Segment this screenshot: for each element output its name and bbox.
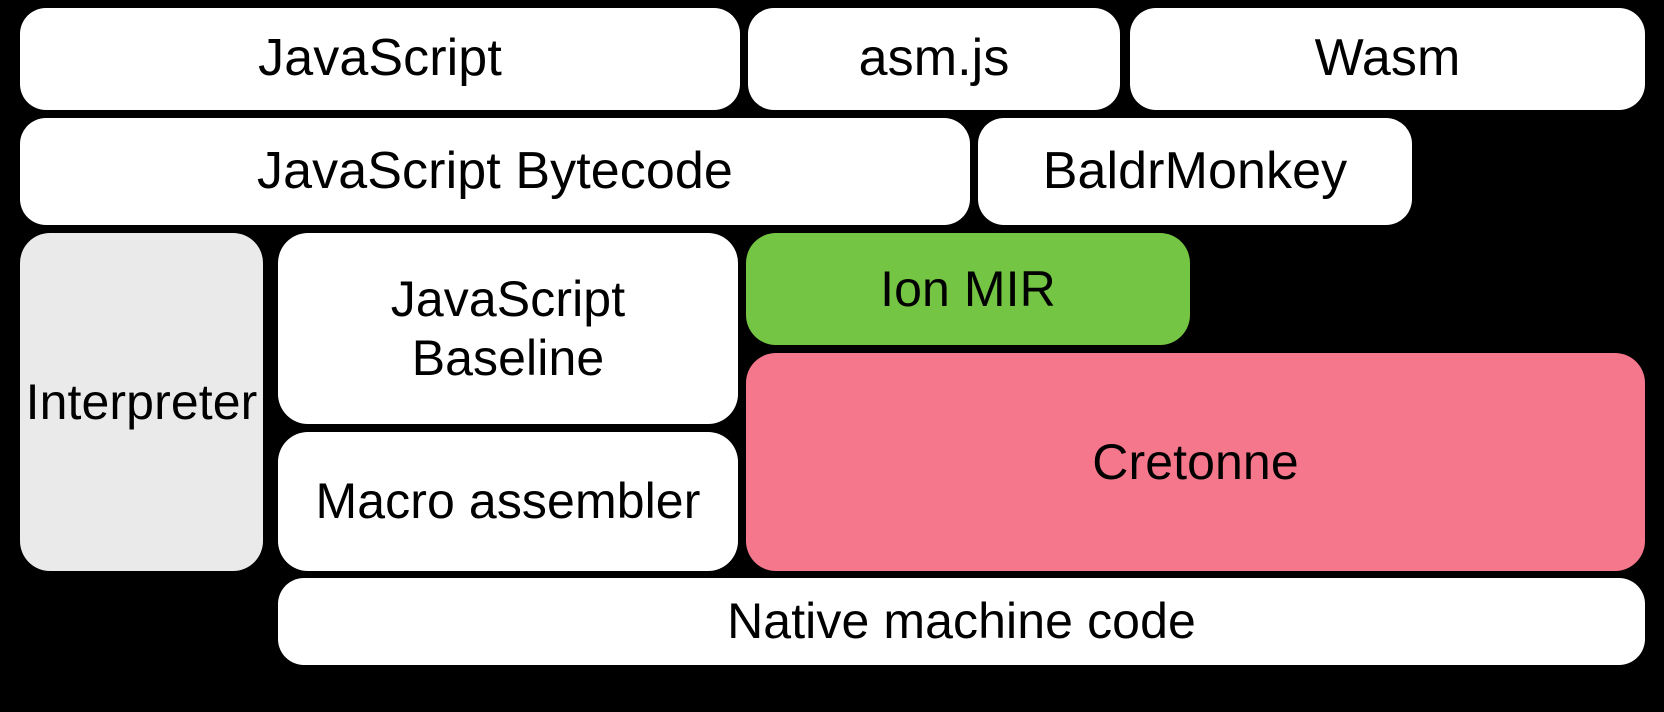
node-native-machine-code: Native machine code [278,578,1645,665]
node-macro-assembler-label: Macro assembler [315,473,701,529]
node-interpreter-label: Interpreter [25,373,258,430]
node-javascript-baseline-label: JavaScript Baseline [390,270,626,386]
node-baldrmonkey-label: BaldrMonkey [1042,141,1348,200]
node-javascript-bytecode: JavaScript Bytecode [20,118,970,225]
node-ion-mir: Ion MIR [746,233,1190,345]
node-interpreter: Interpreter [20,233,263,571]
node-javascript: JavaScript [20,8,740,110]
node-cretonne: Cretonne [746,353,1645,571]
node-ion-mir-label: Ion MIR [880,260,1056,317]
node-cretonne-label: Cretonne [1092,433,1299,490]
node-asmjs: asm.js [748,8,1120,110]
node-javascript-label: JavaScript [258,29,502,88]
node-native-machine-code-label: Native machine code [727,593,1196,649]
node-asmjs-label: asm.js [858,29,1010,88]
node-macro-assembler: Macro assembler [278,432,738,571]
node-wasm: Wasm [1130,8,1645,110]
node-javascript-bytecode-label: JavaScript Bytecode [257,141,733,200]
node-baldrmonkey: BaldrMonkey [978,118,1412,225]
node-javascript-baseline: JavaScript Baseline [278,233,738,424]
node-wasm-label: Wasm [1314,29,1461,88]
